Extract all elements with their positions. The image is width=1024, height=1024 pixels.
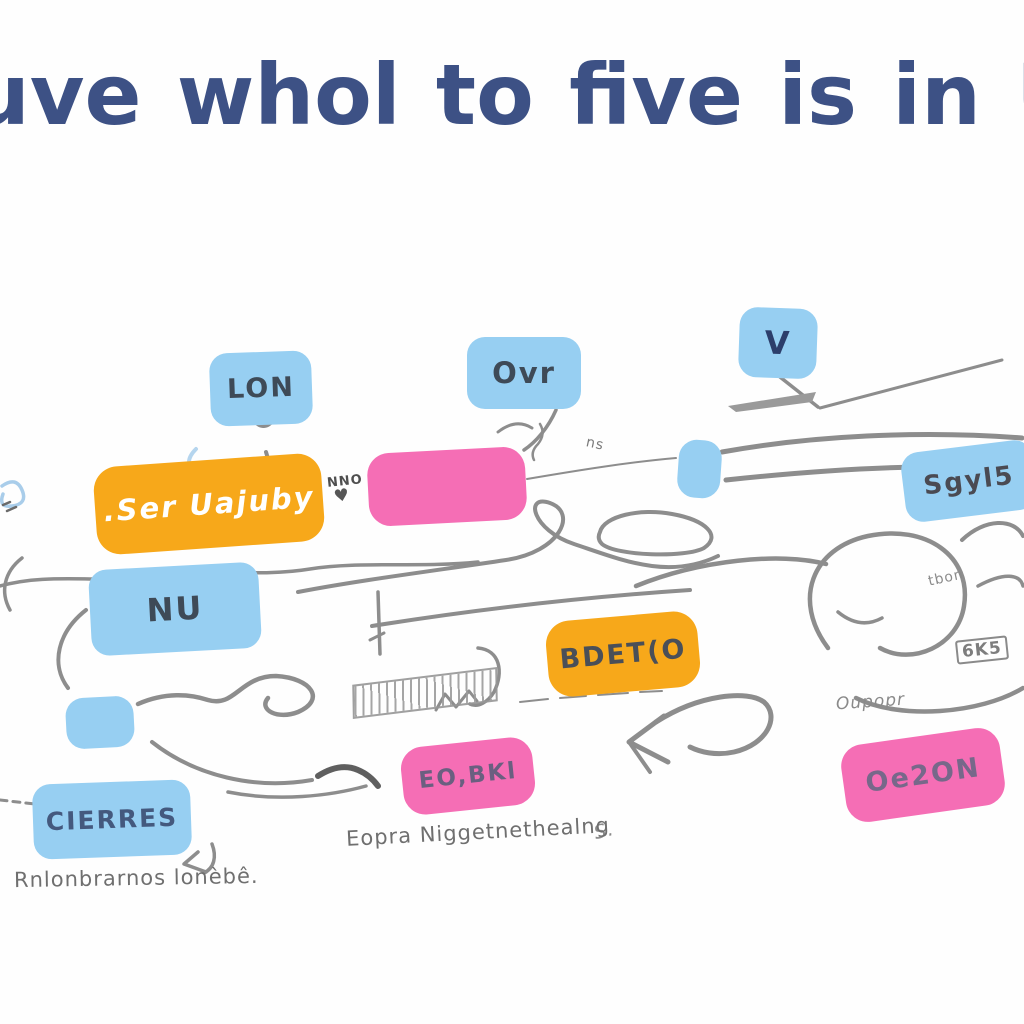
node-sgyl5[interactable]: Sgyl5	[899, 438, 1024, 524]
node-blue-small[interactable]	[64, 695, 136, 750]
node-label: Ovr	[492, 356, 556, 390]
node-cierres[interactable]: CIERRES	[31, 779, 193, 860]
node-label: BDET(O	[558, 633, 688, 675]
node-nu[interactable]: NU	[87, 561, 263, 657]
node-label: V	[763, 323, 793, 363]
annotation-rnlon: Rnlonbrarnos lonèbê.	[13, 863, 259, 893]
node-label: Oe2ON	[863, 751, 983, 799]
node-ser-uajuby[interactable]: .Ser Uajuby	[92, 452, 326, 556]
annotation-ns: ns	[584, 434, 606, 454]
node-label: .Ser Uajuby	[102, 479, 316, 529]
annotation-heart: ♥	[332, 484, 352, 508]
node-label: Sgyl5	[921, 460, 1017, 502]
node-blue-mini[interactable]	[676, 438, 723, 500]
node-lon[interactable]: LON	[208, 350, 314, 427]
node-ovr[interactable]: Ovr	[467, 337, 581, 409]
node-v[interactable]: V	[737, 306, 819, 380]
node-label: NU	[145, 588, 205, 630]
node-pink-blank[interactable]	[366, 445, 528, 528]
blue-ribbon-doodle	[0, 480, 26, 508]
node-label: CIERRES	[45, 802, 179, 837]
node-eobk[interactable]: EO,BKl	[398, 735, 538, 817]
node-bdetio[interactable]: BDET(O	[543, 609, 703, 699]
curved-left-arrow	[653, 693, 774, 757]
page-title: uve whol to five is in Ugllä	[0, 46, 1024, 144]
node-label: LON	[226, 371, 296, 406]
node-label: EO,BKl	[417, 757, 519, 795]
